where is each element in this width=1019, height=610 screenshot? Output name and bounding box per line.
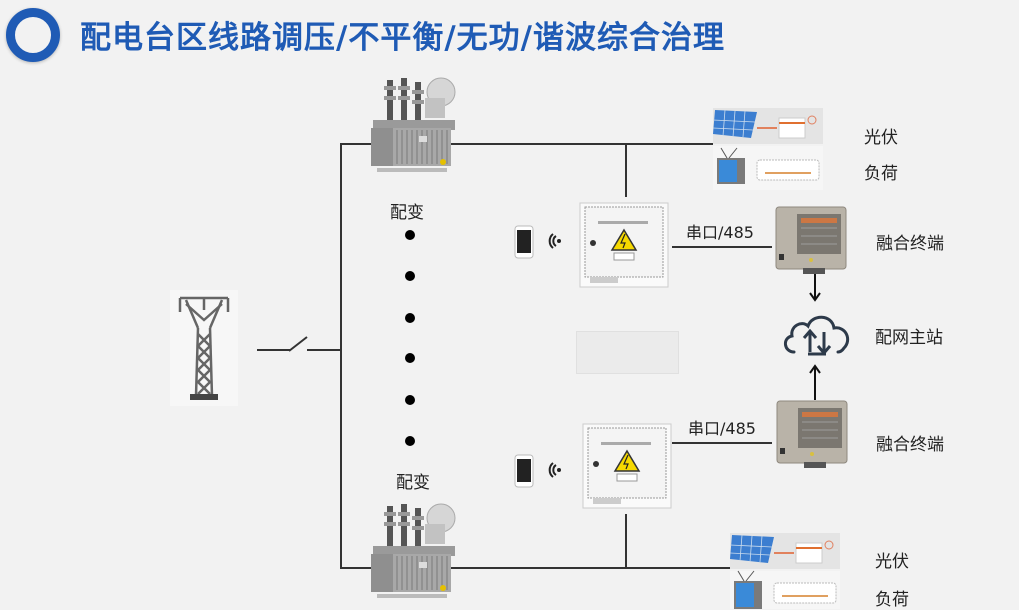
wireless-signal-icon xyxy=(548,233,561,249)
ellipsis-dot xyxy=(405,395,415,405)
rs485-label-bottom: 串口/485 xyxy=(688,419,756,438)
bottom-feeder-line xyxy=(340,567,730,569)
blank-placeholder-box xyxy=(576,331,679,374)
master-station-label: 配网主站 xyxy=(875,328,943,348)
transformer-label-bottom: 配变 xyxy=(396,473,430,493)
smartphone-icon xyxy=(514,454,534,488)
tower-switch-link xyxy=(257,349,290,351)
ellipsis-dot xyxy=(405,230,415,240)
control-cabinet-icon[interactable] xyxy=(579,202,670,289)
transformer-label-top: 配变 xyxy=(390,203,424,223)
ellipsis-dot xyxy=(405,436,415,446)
arrow-up-icon xyxy=(809,364,821,400)
fusion-terminal-label-bottom: 融合终端 xyxy=(876,435,944,455)
bottom-rs485-line xyxy=(672,442,772,444)
top-feeder-line xyxy=(340,143,713,145)
load-label-top: 负荷 xyxy=(864,164,898,184)
pv-label-bottom: 光伏 xyxy=(875,552,909,572)
fusion-terminal-icon xyxy=(776,400,848,468)
ellipsis-dot xyxy=(405,313,415,323)
ring-bullet-icon xyxy=(6,8,60,62)
rs485-label-top: 串口/485 xyxy=(686,223,754,242)
smartphone-icon xyxy=(514,225,534,259)
top-device-drop xyxy=(625,143,627,197)
fusion-terminal-icon xyxy=(775,206,847,274)
switch-bus-link xyxy=(307,349,341,351)
load-label-bottom: 负荷 xyxy=(875,590,909,610)
control-cabinet-icon[interactable] xyxy=(582,423,673,510)
pv-and-load-icon xyxy=(712,108,823,190)
ellipsis-dot xyxy=(405,353,415,363)
bottom-device-drop xyxy=(625,514,627,568)
wireless-signal-icon xyxy=(548,462,561,478)
ellipsis-dot xyxy=(405,271,415,281)
distribution-transformer-icon xyxy=(371,77,456,172)
page-title: 配电台区线路调压/不平衡/无功/谐波综合治理 xyxy=(80,20,725,56)
arrow-down-icon xyxy=(809,274,821,302)
distribution-transformer-icon xyxy=(371,503,456,598)
circuit-breaker-switch-icon[interactable] xyxy=(288,335,310,353)
pv-label-top: 光伏 xyxy=(864,128,898,148)
fusion-terminal-label-top: 融合终端 xyxy=(876,234,944,254)
main-bus-vertical xyxy=(340,143,342,569)
pv-and-load-icon xyxy=(729,533,840,609)
transmission-tower-icon xyxy=(170,290,238,406)
top-rs485-line xyxy=(672,246,772,248)
cloud-sync-icon[interactable] xyxy=(780,308,854,358)
